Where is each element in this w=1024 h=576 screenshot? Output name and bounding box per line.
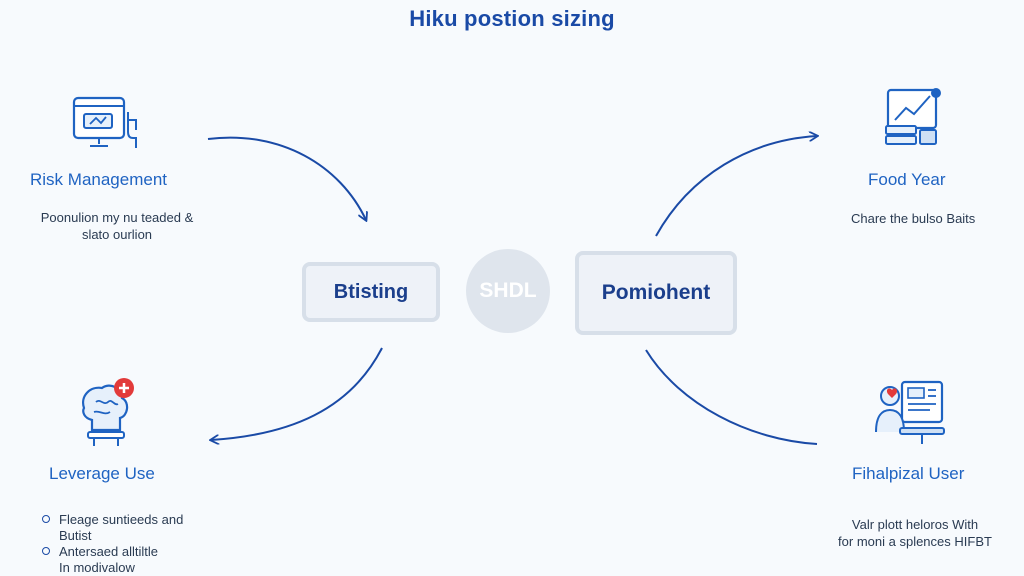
arrow-center-to-leverage (211, 347, 383, 440)
btisting-label: Btisting (333, 280, 409, 303)
page-title: Hiku postion sizing (409, 6, 615, 31)
leverage-bullet-1: Fleage suntieeds and Butist (42, 512, 183, 544)
user-desc-line-1: Valr plott heloros With (851, 517, 979, 532)
pomiohent-label: Pomiohent (601, 281, 711, 304)
leverage-bullet-1-line-2: Butist (59, 528, 92, 543)
leverage-bullet-2-line-1: Antersaed alltiltle (59, 544, 158, 559)
leverage-use-heading: Leverage Use (49, 464, 155, 483)
pomiohent-box: Pomiohent (575, 251, 737, 335)
trend-chart-server-icon (885, 88, 941, 145)
risk-desc-line-1: Poonulion my nu teaded & (40, 210, 194, 225)
leverage-bullet-1-line-1: Fleage suntieeds and (59, 512, 184, 527)
arrow-risk-to-center (207, 136, 366, 220)
btisting-box: Btisting (302, 262, 440, 322)
monitor-hand-icon (72, 96, 137, 148)
risk-management-description: Poonulion my nu teaded & slato ourlion (32, 209, 202, 243)
risk-management-heading: Risk Management (30, 170, 168, 189)
leverage-bullet-2-line-2: In modivalow (59, 560, 135, 575)
arrow-center-to-foodyear (655, 136, 817, 237)
arrow-center-to-user (645, 349, 818, 445)
person-dashboard-icon (875, 380, 945, 444)
user-desc-line-2: for moni a splences HIFBT (838, 534, 992, 549)
leverage-bullet-2: Antersaed alltiltle In modivalow (42, 544, 183, 576)
risk-desc-line-2: slato ourlion (81, 227, 153, 242)
brain-alert-icon (82, 378, 134, 446)
fihalpizal-user-description: Valr plott heloros With for moni a splen… (835, 516, 995, 550)
shdl-circle: SHDL (466, 249, 550, 333)
leverage-use-bullets: Fleage suntieeds and Butist Antersaed al… (42, 512, 183, 576)
food-year-description: Chare the bulso Baits (851, 211, 976, 226)
shdl-label: SHDL (479, 279, 537, 302)
fihalpizal-user-heading: Fihalpizal User (852, 464, 965, 483)
food-year-heading: Food Year (868, 170, 946, 189)
